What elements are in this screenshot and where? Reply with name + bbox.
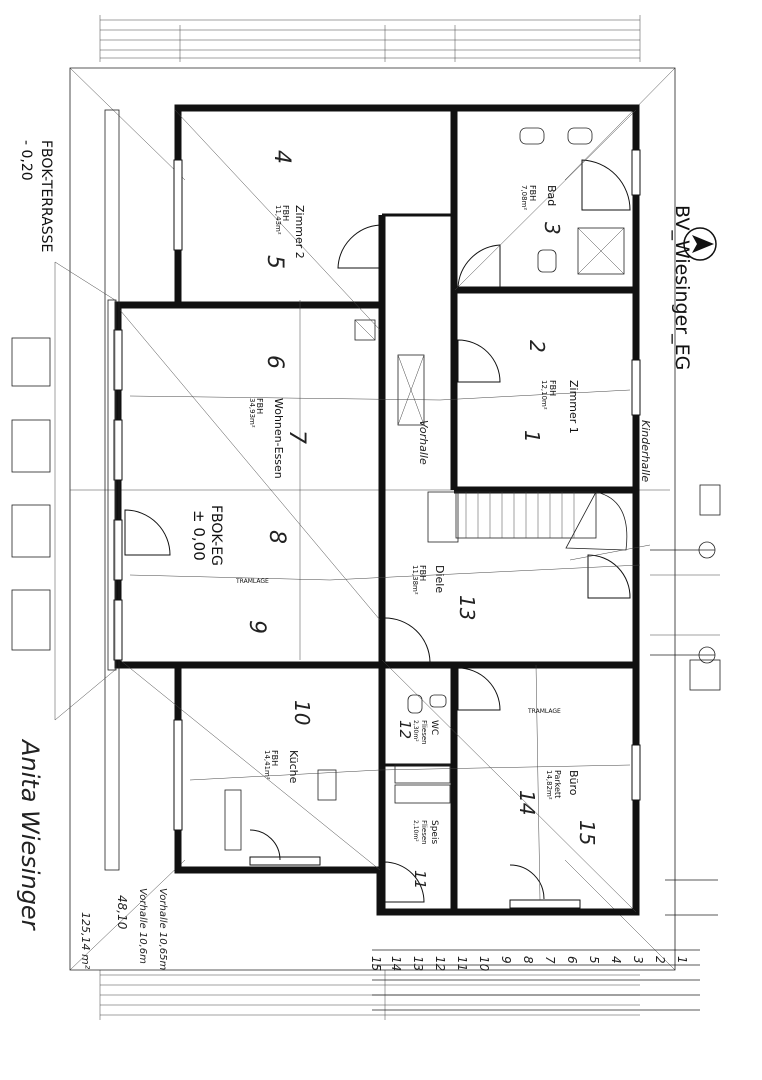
- tally-number: 2: [653, 956, 667, 964]
- room-area: 34,93m²: [248, 398, 256, 428]
- margin-note: 125,14 m²: [79, 912, 92, 970]
- room-area: 2,10m²: [412, 820, 419, 842]
- room-area: 11,38m²: [411, 565, 419, 595]
- tally-number: 12: [433, 956, 447, 971]
- hand-lines: [129, 300, 651, 901]
- chimney: [354, 319, 425, 426]
- stair-label: TRAMLAGE: [235, 578, 269, 585]
- room-zimmer-1: Zimmer 1 FBH 12,10m² 2: [525, 340, 580, 434]
- room-name: Küche: [287, 750, 300, 784]
- room-area: 14,82m²: [545, 770, 553, 800]
- hand-number: 9: [244, 620, 269, 634]
- room-name: Büro: [567, 770, 580, 796]
- terrace-level-value: - 0,20: [18, 140, 34, 181]
- signature: Anita Wiesinger: [16, 738, 44, 932]
- hand-number: 15: [575, 820, 599, 845]
- hand-number: 8: [264, 530, 289, 544]
- room-hand-number: 2: [525, 340, 549, 353]
- room-diele: Diele FBH 11,38m² 13: [411, 565, 479, 620]
- tally-number: 7: [543, 956, 557, 964]
- margin-note: 48,10: [115, 895, 129, 930]
- room-hand-number: 4: [269, 150, 294, 164]
- hand-number: 1: [520, 430, 544, 443]
- room-floor: FBH: [418, 565, 427, 581]
- margin-note: Kinderhalle: [639, 420, 652, 482]
- room-hand-number: 12: [396, 720, 414, 739]
- tally-number: 10: [477, 956, 491, 972]
- room-area: 11,43m²: [274, 205, 282, 235]
- room-hand-number: 6: [262, 355, 287, 369]
- margin-note: Vorhalle 10,6m: [137, 888, 148, 964]
- staircase: [427, 491, 628, 551]
- room-floor: FBH: [255, 398, 264, 414]
- hand-number: 5: [262, 255, 287, 269]
- floor-level-title: FBOK-EG: [208, 505, 224, 566]
- room-floor: FBH: [528, 185, 537, 201]
- plan-title: BV_Wiesinger_EG: [671, 205, 693, 370]
- room-name: Wohnen-Essen: [272, 398, 285, 479]
- room-name: Bad: [545, 185, 558, 206]
- north-arrow-icon: [683, 227, 717, 261]
- room-area: 7,08m²: [520, 185, 528, 210]
- room-hand-number: 3: [540, 222, 564, 235]
- room-hand-number: 10: [290, 700, 314, 725]
- top-dimension-lines: [99, 15, 641, 62]
- room-floor: Parkett: [553, 770, 562, 798]
- hand-number: 7: [284, 430, 309, 444]
- tally-number: 4: [609, 956, 623, 964]
- room-name: Zimmer 1: [567, 380, 580, 434]
- tally-number: 1: [675, 956, 689, 964]
- room-floor: FBH: [281, 205, 290, 221]
- room-name: Diele: [433, 565, 446, 593]
- tally-number: 5: [587, 956, 601, 964]
- terrace-level-title: FBOK-TERRASSE: [38, 140, 54, 252]
- tally-number: 6: [565, 956, 579, 964]
- room-floor: FBH: [548, 380, 557, 396]
- room-name: WC: [429, 720, 439, 735]
- terrace-boxes: [11, 261, 116, 721]
- room-name: Zimmer 2: [293, 205, 306, 259]
- margin-note: Vorhalle 10,65m: [157, 888, 168, 970]
- kitchen-counter: [224, 769, 337, 851]
- tally-number: 9: [499, 956, 513, 964]
- tally-number: 8: [521, 956, 535, 964]
- windows: [113, 149, 641, 909]
- sanitary-fixtures: [394, 127, 625, 804]
- room-hand-number: 14: [515, 790, 539, 815]
- roof-ridge-lines: [119, 109, 637, 913]
- room-bad: Bad FBH 7,08m² 3: [520, 185, 564, 235]
- room-floor: FBH: [270, 750, 279, 766]
- room-name: Speis: [429, 820, 439, 844]
- stair-label-2: TRAMLAGE: [527, 708, 561, 715]
- room-buero: Büro Parkett 14,82m² 14: [515, 770, 580, 815]
- room-zimmer-2: Zimmer 2 FBH 11,43m² 4: [269, 150, 306, 259]
- walls: [114, 104, 640, 916]
- room-area: 14,41m²: [263, 750, 271, 780]
- floor-level-value: ± 0,00: [190, 510, 208, 561]
- tally-number: 11: [455, 956, 469, 971]
- room-floor: Fliesen: [420, 820, 428, 845]
- room-kueche: Küche FBH 14,41m² 10: [263, 700, 314, 784]
- hand-note: Vorhalle: [417, 420, 430, 465]
- room-floor: Fliesen: [420, 720, 428, 745]
- tally-number: 14: [389, 956, 403, 971]
- tally-number: 13: [411, 956, 425, 971]
- room-wc: WC Fliesen 2,30m² 12: [396, 720, 439, 745]
- tally-numbers: 15 14 13 12 11 10 9 8 7 6 5 4 3 2 1: [369, 956, 689, 972]
- room-speis: Speis Fliesen 2,10m² 11: [411, 820, 439, 889]
- tally-number: 3: [631, 956, 645, 964]
- room-area: 12,10m²: [540, 380, 548, 410]
- room-area: 2,30m²: [412, 720, 419, 742]
- room-hand-number: 13: [455, 595, 479, 620]
- entrance-markers: [650, 484, 721, 691]
- room-wohnen-essen: Wohnen-Essen FBH 34,93m² 6: [248, 355, 287, 479]
- tally-grid: [372, 879, 718, 1011]
- tally-number: 15: [369, 956, 383, 971]
- terrace-wall: [104, 109, 120, 871]
- room-hand-number: 11: [411, 870, 429, 889]
